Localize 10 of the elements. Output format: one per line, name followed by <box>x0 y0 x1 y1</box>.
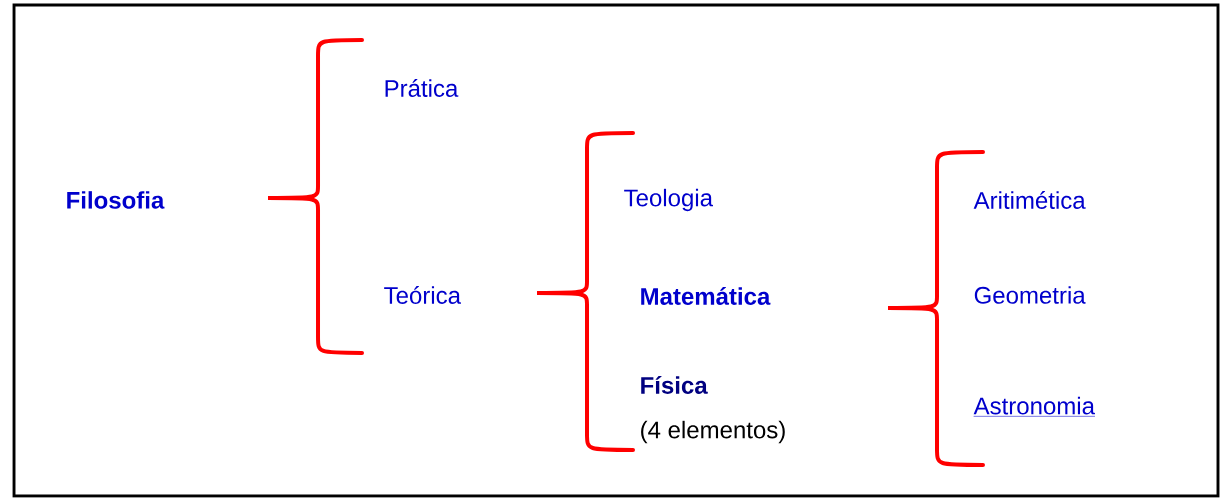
label: Geometria <box>974 286 1086 304</box>
label: (4 elementos) <box>641 420 785 444</box>
label: Teórica <box>384 286 461 304</box>
label: Aritimética <box>973 191 1086 209</box>
label: Matemática <box>641 287 771 305</box>
label: Prática <box>385 79 459 97</box>
label: Física <box>641 376 708 394</box>
label: Astronomia <box>973 396 1096 417</box>
label: Filosofia <box>67 191 165 209</box>
label: Teologia <box>624 188 713 212</box>
